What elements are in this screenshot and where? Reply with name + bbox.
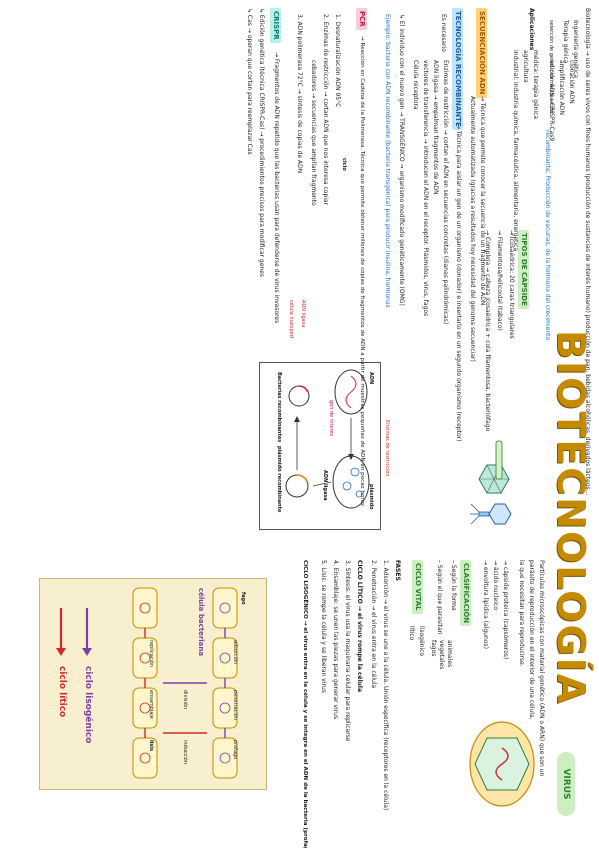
- crispr-item-2: ↳ Cas → operan que cortan para reemplaza…: [246, 8, 253, 155]
- crispr-text: → Fragmentos de ADN repetido que las bac…: [273, 52, 280, 324]
- lysis-label-penetracion: penetración: [232, 690, 238, 720]
- pcr-label: PCR: [356, 8, 367, 30]
- necesario-label: Es necesario: [440, 14, 447, 52]
- virus-label: VIRUS: [557, 752, 575, 816]
- lysis-label-profago: profago: [232, 740, 238, 760]
- fase-3: 3. Síntesis: el virus usa la maquinaria …: [344, 560, 351, 742]
- bacteriophage-icon: [470, 503, 512, 525]
- intro-definition: Biotecnología → uso de seres vivos con f…: [584, 8, 591, 496]
- secuenciacion-label: SECUENCIACIÓN ADN: [476, 8, 487, 98]
- diagram-label-huesped: célula huésped: [288, 300, 294, 338]
- fases-label: FASES: [394, 560, 401, 581]
- lysis-label-division: división: [182, 690, 188, 710]
- lysis-label-adsorcion: adsorción: [232, 640, 238, 665]
- capside-item-1: → Icosaédrica: 20 caras triangulares: [508, 230, 515, 339]
- parasitan-3: fagos: [430, 640, 437, 657]
- secuenciacion-text: → Técnica que permite conocer la secuenc…: [479, 96, 486, 306]
- diagram-label-bacterias: Bacterias recombinantes: [276, 372, 282, 443]
- fase-1: 1. Adsorción → el virus se une a la célu…: [382, 560, 389, 811]
- fase-ciclo-litico: CICLO LÍTICO → el virus rompe la célula: [356, 560, 363, 693]
- lysis-label-fago: fago: [240, 592, 246, 605]
- pcr-text: → Reacción en Cadena de la Polimerasa. T…: [359, 36, 365, 506]
- parasitan-2: vegetales: [438, 640, 445, 670]
- intro-examples: recombinante, Producción de vacunas, de …: [544, 130, 551, 341]
- applications-side-note: selección de genes con manipulación: [548, 20, 554, 114]
- clasificacion-label: CLASIFICACIÓN: [460, 560, 471, 627]
- ciclo-vital-2: lítico: [408, 626, 415, 641]
- diagram-label-gen: gen de interés: [328, 400, 334, 437]
- parasitan-1: animales: [446, 640, 453, 668]
- diagram-label-ligasa: ADN ligasa: [322, 470, 328, 501]
- application-item-2: Terapia génica: [562, 20, 569, 64]
- recombinante-label: TECNOLOGÍA RECOMBINANTE: [452, 8, 463, 130]
- lysis-label-celula: célula bacteriana: [197, 588, 205, 657]
- necesario-item-2: ADN ligasa → empalman fragmentos de ADN: [432, 60, 439, 195]
- diagram-label-adn: ADN: [368, 372, 374, 385]
- lysis-label-lisis: lisis: [148, 740, 154, 752]
- lysis-label-induccion: inducción: [182, 740, 188, 765]
- necesario-item-3: vectores de transferencia → introducen e…: [422, 60, 429, 317]
- application-item-3: clonación ADN: [568, 60, 575, 104]
- ciclo-vital-1: lisogénico: [418, 626, 425, 657]
- necesario-item-4: Célula receptora: [412, 60, 419, 110]
- virus-text-1: Partículas microscópicas con material ge…: [538, 560, 545, 777]
- virus-component-1: → cápside proteica (capsómeros): [502, 560, 509, 660]
- virus-component-2: → ácido nucleico: [492, 560, 499, 610]
- secuenciacion-note: Actualmente automatizada (gracias a resu…: [469, 96, 476, 362]
- pcr-step-cebadores: cebadores → secuencias que amplían fragm…: [310, 60, 317, 206]
- crispr-label: CRISPR: [270, 8, 281, 43]
- fase-2: 2. Penetración → el virus entra en la cé…: [370, 560, 377, 689]
- pcr-step-3: 3. ADN polimerasa 72°C → síntesis de cop…: [296, 14, 303, 174]
- virus-structure-icon: [469, 721, 535, 807]
- fase-5: 5. Lisis: se rompe la célula y se libera…: [320, 560, 327, 693]
- legend-litico: ciclo lítico: [57, 666, 67, 718]
- pcr-step-2: 2. Enzimas de restricción → cortan ADN q…: [322, 14, 329, 206]
- clasificacion-item-1: – Según la forma: [450, 560, 457, 611]
- diagram-label-ligasa-2: ADN ligasa: [300, 300, 306, 328]
- pcr-step-1: 1. Desnaturalización ADN 95°C: [334, 14, 341, 108]
- lytic-lysogenic-art: [56, 587, 238, 779]
- virus-component-3: → envoltura lipídica (algunos): [482, 560, 489, 649]
- application-item-8: industrial: industria química, farmacéut…: [512, 50, 519, 252]
- virus-text-3: la que necesitan para reproducirse.: [518, 560, 525, 667]
- crispr-item-1: ↳ Edición genética (técnica CRISPR-Cas) …: [258, 8, 265, 278]
- transgenico-text: ↳ El individuo con el nuevo gen → TRANSG…: [398, 14, 405, 306]
- tipos-capside-label: TIPOS DE CÁPSIDE: [518, 230, 529, 309]
- diagram-label-plasmido-recombinante: plásmido recombinante: [276, 446, 282, 513]
- legend-lisogenico: ciclo lisogénico: [83, 666, 93, 744]
- recombinante-example: Ejemplo: bacteria con ADN recombinante (…: [384, 14, 391, 308]
- lysis-label-replicacion: replicación: [148, 640, 154, 668]
- application-item-4: amplificación ADN: [558, 60, 565, 115]
- recombinante-text: → Técnica para aislar un gen de un organ…: [455, 124, 462, 442]
- applications-label: Aplicaciones: [528, 8, 535, 51]
- tobacco-virus-icon: [495, 440, 503, 480]
- ciclo-lisogenico-text: CICLO LISOGÉNICO → el virus entra en la …: [302, 560, 308, 848]
- recombinant-diagram-art: [285, 369, 370, 509]
- necesario-item-1: Enzimas de restricción → cortan el ADN e…: [442, 60, 449, 325]
- pcr-cycle-label: ciclo: [341, 158, 347, 171]
- fase-4: 4. Ensamblaje: se unen las piezas para g…: [332, 560, 339, 720]
- ciclo-vital-label: CICLO VITAL: [412, 560, 423, 614]
- lysis-label-ensamblaje: ensamblaje: [148, 690, 154, 719]
- diagram-label-enzimas: Enzimas de restricción: [384, 420, 390, 477]
- clasificacion-item-2: – Según el que parasitan: [436, 560, 443, 635]
- application-item-6: médica: terapia génica: [532, 50, 539, 120]
- application-item-7: agricultura: [522, 50, 529, 83]
- capside-item-2: → Filamentosa/helicoidal (tabaco): [496, 230, 503, 331]
- virus-text-2: parásito de reproducción en el interior …: [528, 560, 535, 720]
- diagram-label-plasmido: plásmido: [368, 484, 374, 510]
- icosahedral-virus-icon: [478, 464, 510, 494]
